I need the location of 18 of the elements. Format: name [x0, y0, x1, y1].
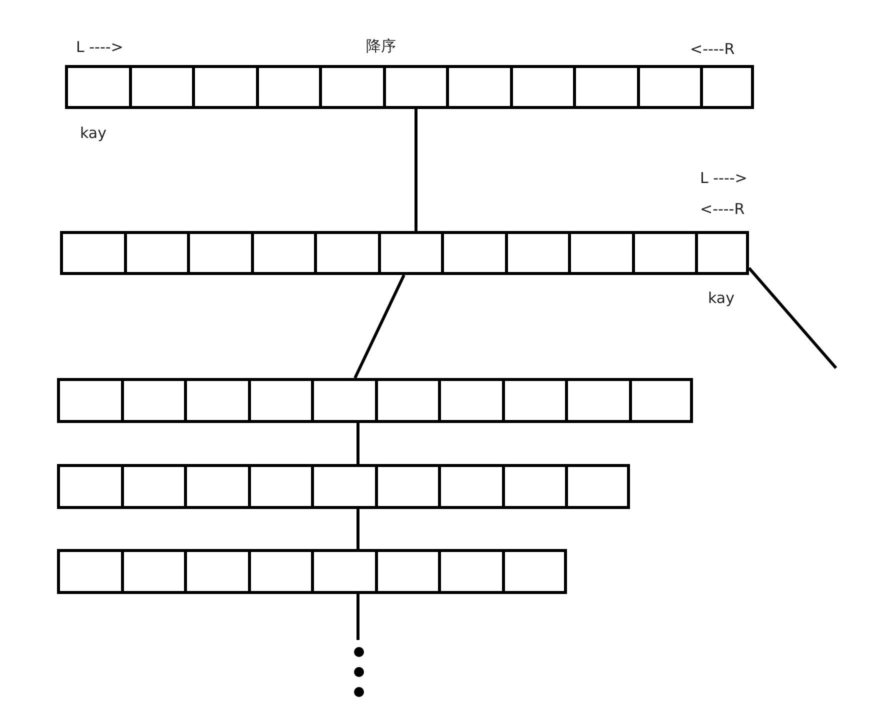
- array-row: [60, 231, 749, 275]
- right-pointer-label: <----R: [690, 40, 735, 58]
- array-row: [57, 378, 693, 423]
- key-label: kay: [80, 124, 106, 142]
- key-label: kay: [708, 289, 734, 307]
- array-row: [57, 549, 567, 594]
- connector-line: [354, 274, 406, 379]
- right-pointer-label: <----R: [700, 200, 745, 218]
- left-pointer-label: L ---->: [700, 169, 748, 187]
- connector-line: [414, 109, 418, 231]
- connector-line: [356, 509, 360, 549]
- array-row: [65, 65, 754, 109]
- connector-line: [748, 267, 838, 369]
- connector-line: [356, 594, 360, 640]
- array-row: [57, 464, 630, 509]
- title-label: 降序: [366, 37, 396, 56]
- left-pointer-label: L ---->: [76, 38, 124, 56]
- connector-line: [356, 423, 360, 464]
